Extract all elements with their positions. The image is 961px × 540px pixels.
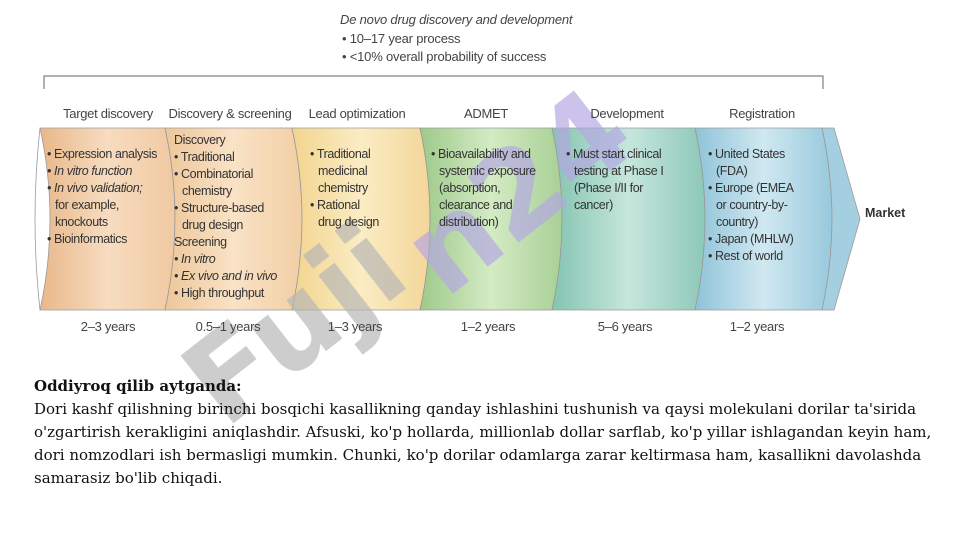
stage-title-admet: ADMET — [463, 106, 508, 121]
stage-line: • Traditional — [174, 150, 235, 164]
stage-title-lead-optimization: Lead optimization — [308, 106, 406, 121]
stage-content-registration: • United States (FDA) • Europe (EMEA or … — [708, 146, 794, 265]
header-bullet-2: • <10% overall probability of success — [342, 49, 547, 64]
stage-line: • High throughput — [174, 286, 265, 300]
stage-line: Screening — [174, 235, 227, 249]
stage-line: • Structure-based — [174, 201, 264, 215]
stage-line: • Bioinformatics — [47, 232, 127, 246]
stage-content-development: • Must start clinical testing at Phase I… — [566, 146, 664, 214]
stage-line: country) — [716, 215, 758, 229]
stage-line: medicinal — [318, 164, 368, 178]
duration-registration: 1–2 years — [729, 319, 785, 334]
explanation-body: Dori kashf qilishning birinchi bosqichi … — [34, 400, 932, 487]
stage-line: • In vitro function — [47, 164, 133, 178]
stage-line: (FDA) — [716, 164, 748, 178]
market-arrow — [821, 127, 861, 311]
stage-line: drug design — [182, 218, 243, 232]
stage-title-registration: Registration — [729, 106, 795, 121]
stage-line: • In vitro — [174, 252, 216, 266]
stage-line: drug design — [318, 215, 379, 229]
stage-line: cancer) — [574, 198, 613, 212]
stage-line: • Combinatorial — [174, 167, 253, 181]
stage-line: for example, — [55, 198, 119, 212]
explanation-heading: Oddiyroq qilib aytganda: — [34, 377, 242, 395]
stage-title-development: Development — [590, 106, 664, 121]
stage-line: testing at Phase I — [574, 164, 664, 178]
header-bracket — [43, 75, 824, 89]
market-label: Market — [865, 206, 906, 220]
stage-line: chemistry — [318, 181, 368, 195]
stage-line: Discovery — [174, 133, 226, 147]
duration-target-discovery: 2–3 years — [80, 319, 136, 334]
stage-line: chemistry — [182, 184, 232, 198]
stage-line: • United States — [708, 147, 785, 161]
stage-content-admet: • Bioavailability and systemic exposure … — [431, 146, 536, 231]
stage-title-target-discovery: Target discovery — [63, 106, 153, 121]
band-left-cap — [34, 127, 41, 311]
stage-content-target-discovery: • Expression analysis • In vitro functio… — [47, 146, 157, 248]
stage-line: • Expression analysis — [47, 147, 157, 161]
stage-line: (absorption, — [439, 181, 501, 195]
stage-line: • In vivo validation; — [47, 181, 143, 195]
stage-line: • Traditional — [310, 147, 371, 161]
stage-content-discovery-screening: Discovery • Traditional • Combinatorial … — [174, 132, 277, 302]
duration-development: 5–6 years — [597, 319, 653, 334]
stage-line: • Japan (MHLW) — [708, 232, 794, 246]
stage-line: • Rational — [310, 198, 360, 212]
stage-line: • Rest of world — [708, 249, 783, 263]
stage-line: systemic exposure — [439, 164, 536, 178]
duration-admet: 1–2 years — [460, 319, 516, 334]
stage-line: • Europe (EMEA — [708, 181, 794, 195]
explanation-block: Oddiyroq qilib aytganda: Dori kashf qili… — [34, 375, 934, 490]
header-bullet-1: • 10–17 year process — [342, 31, 461, 46]
stage-content-lead-optimization: • Traditional medicinal chemistry • Rati… — [310, 146, 379, 231]
stage-line: • Ex vivo and in vivo — [174, 269, 277, 283]
stage-bands — [34, 127, 861, 311]
duration-lead-optimization: 1–3 years — [327, 319, 383, 334]
stage-line: • Must start clinical — [566, 147, 662, 161]
stage-line: • Bioavailability and — [431, 147, 531, 161]
stage-line: distribution) — [439, 215, 499, 229]
stage-line: (Phase I/II for — [574, 181, 644, 195]
stage-line: clearance and — [439, 198, 513, 212]
stage-line: knockouts — [55, 215, 108, 229]
stage-line: or country-by- — [716, 198, 788, 212]
header-title: De novo drug discovery and development — [340, 12, 573, 27]
stage-title-discovery-screening: Discovery & screening — [168, 106, 292, 121]
duration-discovery-screening: 0.5–1 years — [195, 319, 261, 334]
